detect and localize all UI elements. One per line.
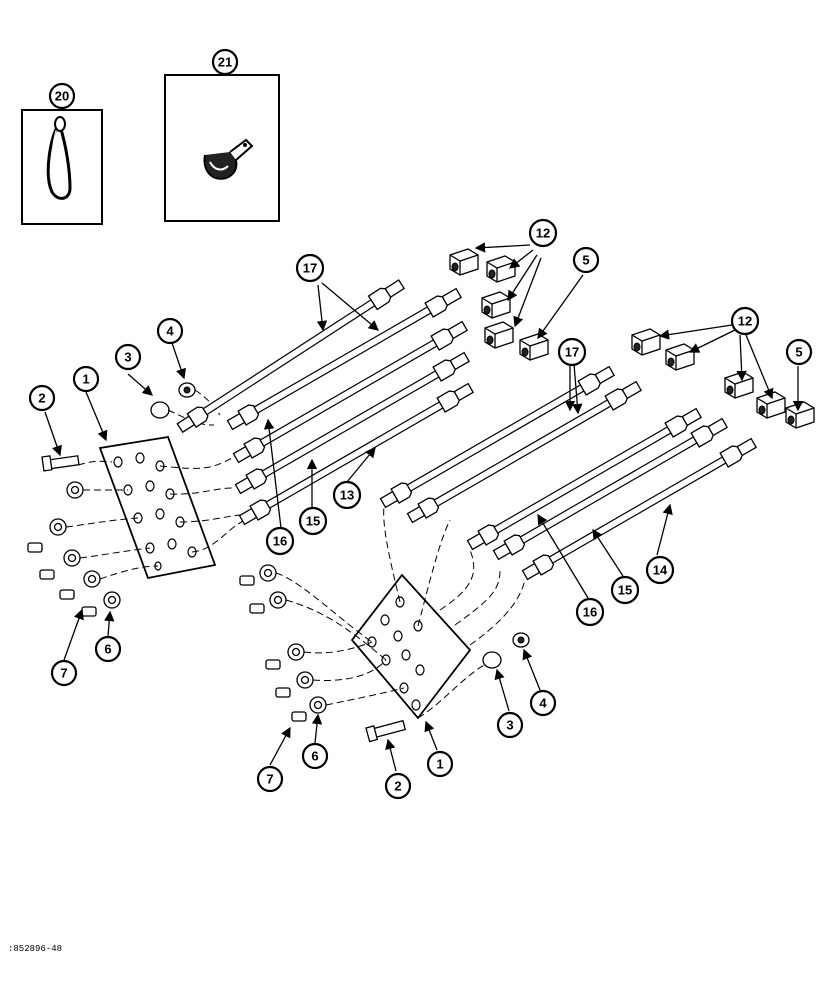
svg-text:12: 12 <box>536 226 550 241</box>
callout-6-right: 6 <box>301 742 329 770</box>
fittings-upper <box>449 248 549 361</box>
svg-text:13: 13 <box>340 488 354 503</box>
callout-12-upper: 12 <box>528 218 558 248</box>
svg-text:14: 14 <box>653 563 668 578</box>
callout-15-left: 15 <box>298 506 328 536</box>
hoses-right <box>378 363 759 583</box>
callout-12-right: 12 <box>730 306 760 336</box>
svg-text:15: 15 <box>306 514 320 529</box>
callout-5-upper: 5 <box>572 246 600 274</box>
callout-5-right: 5 <box>785 338 813 366</box>
callout-7-right: 7 <box>256 765 284 793</box>
callout-20: 20 <box>48 82 76 110</box>
callout-15-right: 15 <box>610 575 640 605</box>
svg-text:5: 5 <box>795 345 802 360</box>
bulkhead-plate-right <box>350 573 472 720</box>
hose-clamp-icon <box>203 138 254 180</box>
svg-text:17: 17 <box>303 261 317 276</box>
svg-text:5: 5 <box>582 253 589 268</box>
callout-17-right: 17 <box>557 337 587 367</box>
svg-text:2: 2 <box>38 391 45 406</box>
callout-6-left: 6 <box>94 635 122 663</box>
svg-text:16: 16 <box>273 534 287 549</box>
callout-4-left: 4 <box>156 317 184 345</box>
svg-text:7: 7 <box>266 772 273 787</box>
left-small-parts <box>27 382 196 617</box>
callout-16-left: 16 <box>265 526 295 556</box>
tie-strap-icon <box>46 116 72 200</box>
callout-14: 14 <box>645 555 675 585</box>
figure-reference-number: :852896-48 <box>8 944 63 954</box>
callout-2-right: 2 <box>384 772 412 800</box>
bulkhead-plate-left <box>98 435 217 580</box>
callout-21: 21 <box>211 48 239 76</box>
callout-7-left: 7 <box>50 659 78 687</box>
callout-3-right: 3 <box>496 711 524 739</box>
svg-text:3: 3 <box>124 350 131 365</box>
callout-1-left: 1 <box>72 365 100 393</box>
svg-text:17: 17 <box>565 345 579 360</box>
callout-16-right: 16 <box>575 597 605 627</box>
right-dashed-paths <box>275 499 526 719</box>
svg-text:21: 21 <box>218 55 232 70</box>
callout-4-right: 4 <box>529 689 557 717</box>
callout-1-right: 1 <box>426 750 454 778</box>
svg-text:7: 7 <box>60 666 67 681</box>
callout-17-left: 17 <box>295 253 325 283</box>
callout-2-left: 2 <box>28 384 56 412</box>
callout-13: 13 <box>332 480 362 510</box>
svg-text:3: 3 <box>506 718 513 733</box>
svg-text:16: 16 <box>583 605 597 620</box>
right-small-parts <box>239 564 530 743</box>
svg-text:6: 6 <box>104 642 111 657</box>
svg-text:6: 6 <box>311 749 318 764</box>
hoses-left <box>174 276 476 528</box>
svg-text:1: 1 <box>436 757 443 772</box>
callout-3-left: 3 <box>114 343 142 371</box>
inset-box-21 <box>164 74 280 222</box>
svg-text:15: 15 <box>618 583 632 598</box>
fittings-right <box>631 328 815 429</box>
svg-text:4: 4 <box>166 324 174 339</box>
svg-text:1: 1 <box>82 372 89 387</box>
svg-text:12: 12 <box>738 314 752 329</box>
svg-text:20: 20 <box>55 89 69 104</box>
inset-box-20 <box>21 109 103 225</box>
svg-text:2: 2 <box>394 779 401 794</box>
leader-lines <box>44 242 804 772</box>
svg-text:4: 4 <box>539 696 547 711</box>
